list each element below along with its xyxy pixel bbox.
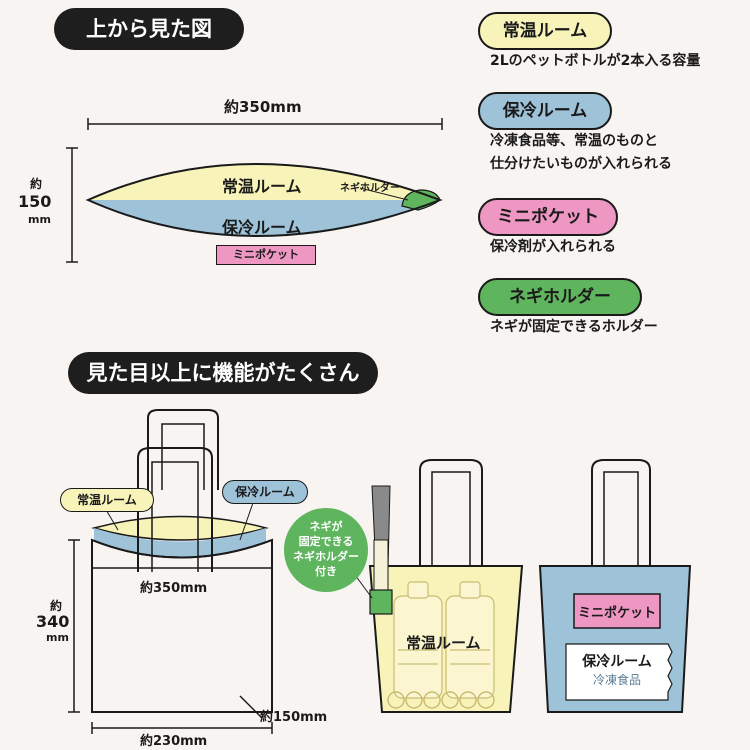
legend-cold-room-desc-2: 仕分けたいものが入れられる	[490, 156, 672, 172]
legend-negi-holder-desc: ネギが固定できるホルダー	[490, 319, 658, 335]
legend-warm-room: 常温ルーム	[478, 12, 612, 50]
bag-left-height-label-1: 約	[50, 599, 63, 613]
legend-cold-room: 保冷ルーム	[478, 92, 612, 130]
legend-negi-holder: ネギホルダー	[478, 278, 642, 316]
bag-right-illustration	[538, 459, 692, 713]
legend-mini-pocket-desc: 保冷剤が入れられる	[490, 239, 616, 255]
top-view-heading: 上から見た図	[54, 8, 244, 50]
legend-warm-room-desc: 2Lのペットボトルが2本入る容量	[490, 53, 701, 69]
negi-callout-line-1: ネギが	[309, 520, 343, 533]
top-depth-label-3: mm	[28, 213, 51, 226]
legend-cold-room-desc-1: 冷凍食品等、常温のものと	[490, 133, 658, 149]
negi-callout-line-4: 付き	[315, 565, 337, 578]
features-heading: 見た目以上に機能がたくさん	[68, 352, 378, 394]
bag-left-width-label: 約350mm	[140, 581, 208, 596]
bag-left-warm-tag: 常温ルーム	[60, 488, 154, 512]
bag-right-cold-room-label: 保冷ルーム	[582, 654, 652, 670]
bag-mid-warm-room-label: 常温ルーム	[406, 634, 481, 652]
top-dimension-lines	[66, 118, 443, 263]
bag-left-height-label-2: 340	[36, 612, 70, 631]
bag-left-illustration	[91, 409, 273, 713]
top-width-label: 約350mm	[224, 98, 302, 116]
top-mini-pocket-label: ミニポケット	[216, 245, 316, 265]
top-depth-label-1: 約	[30, 177, 43, 191]
bag-left-gusset-label: 約150mm	[260, 710, 328, 725]
top-depth-label-2: 150	[18, 192, 52, 211]
cold-room-region	[88, 200, 440, 236]
bag-left-cold-tag: 保冷ルーム	[222, 480, 308, 504]
top-view-outline	[85, 163, 443, 237]
top-negi-holder-label: ネギホルダー	[340, 183, 400, 194]
bag-right-mini-pocket-label: ミニポケット	[577, 606, 656, 621]
bag-left-dimension-lines	[68, 539, 273, 734]
bag-left-bottom-label: 約230mm	[140, 734, 208, 749]
legend-mini-pocket: ミニポケット	[478, 198, 618, 236]
negi-callout-line-3: ネギホルダー	[293, 550, 359, 563]
top-warm-room-label: 常温ルーム	[222, 177, 302, 196]
bag-right-cold-room-sub: 冷凍食品	[592, 673, 641, 687]
top-view-diagram	[85, 163, 443, 237]
negi-callout-line-2: 固定できる	[298, 535, 354, 548]
bag-mid-illustration	[284, 459, 524, 713]
negi-holder-region	[401, 189, 441, 211]
top-cold-room-label: 保冷ルーム	[222, 218, 302, 237]
warm-room-region	[88, 164, 440, 200]
bag-left-height-label-3: mm	[46, 631, 69, 644]
